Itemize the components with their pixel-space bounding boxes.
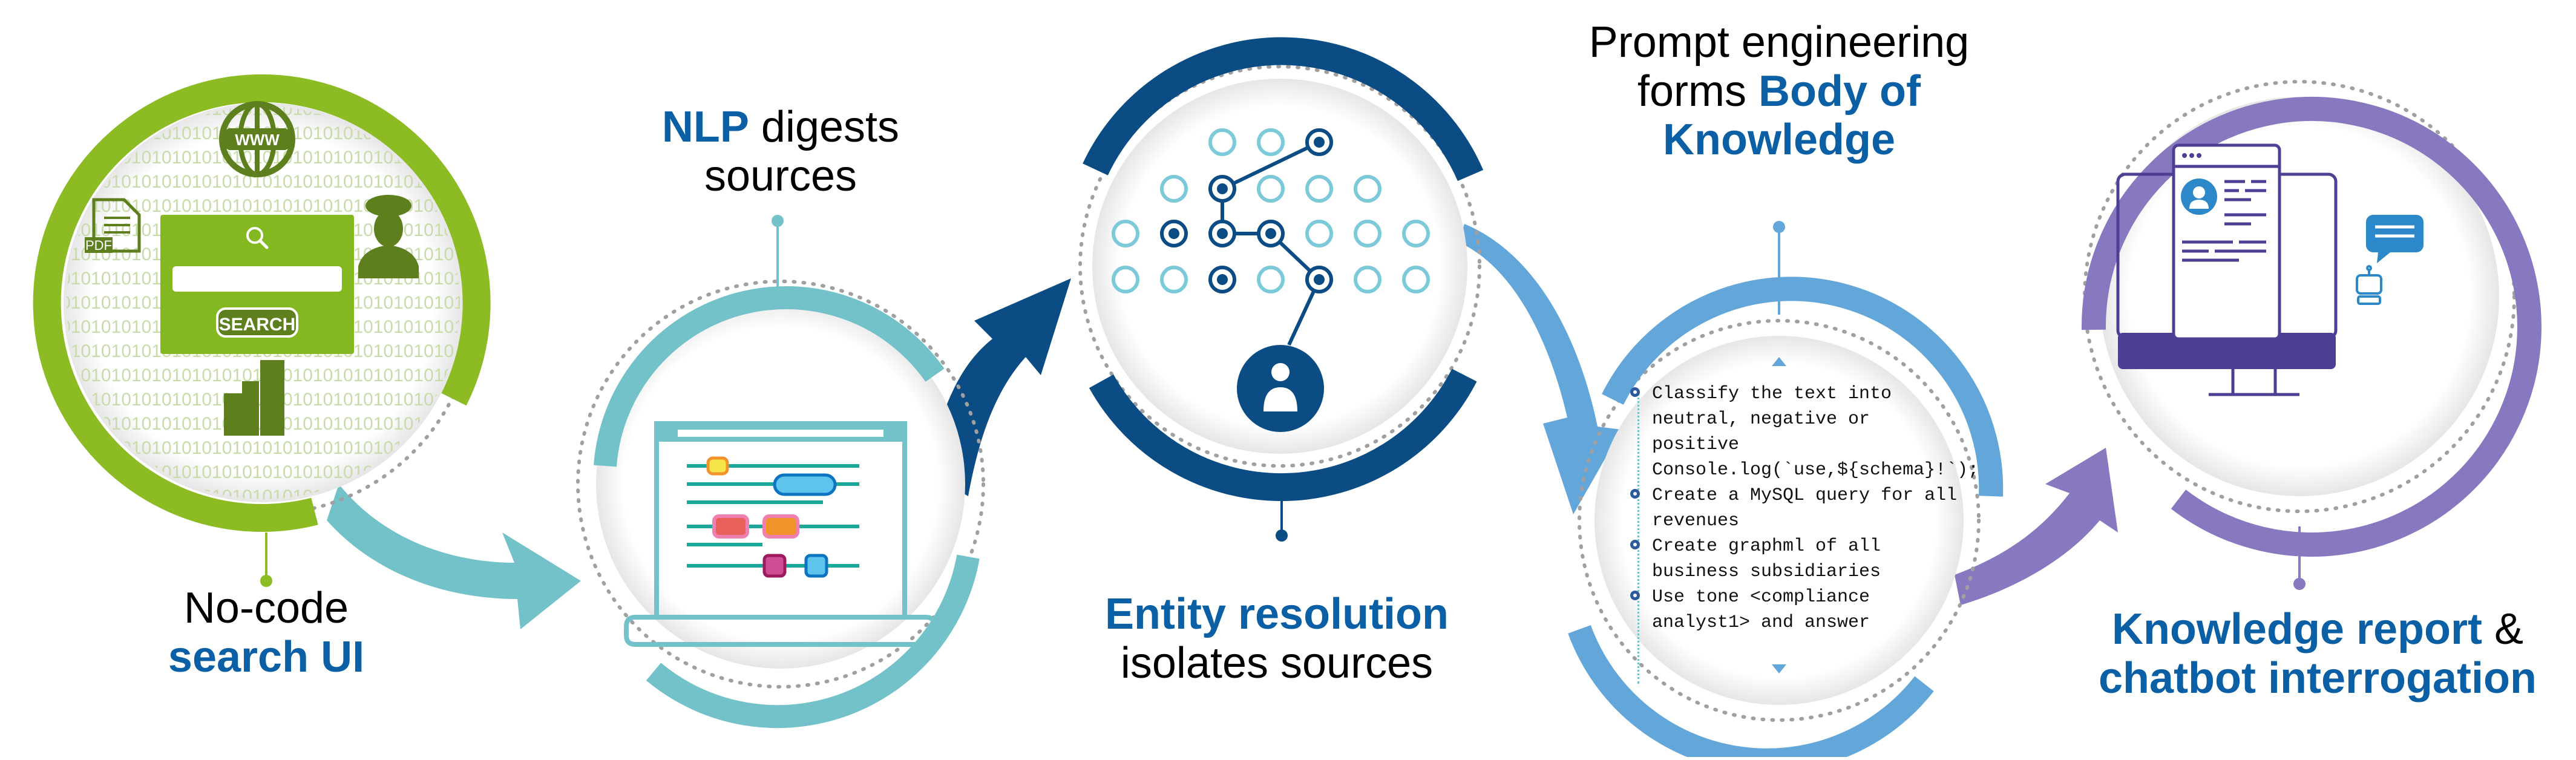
label-highlight: search UI [168, 632, 365, 681]
graph-node [1257, 175, 1285, 203]
label-highlight: Knowledge [1662, 116, 1895, 165]
label-highlight: Body of [1758, 67, 1921, 116]
graph-edge [1221, 140, 1320, 191]
step-prompt-circle [1568, 221, 2004, 760]
monitor-report-icon [2116, 143, 2338, 396]
prompt-timeline-line [1637, 393, 1639, 684]
graph-node-center [1217, 228, 1228, 239]
laptop-annotation-icon [624, 421, 937, 647]
prompt-item: Create graphml of all business subsidiari… [1630, 534, 1973, 585]
step-prompt-label: Prompt engineering forms Body of Knowled… [1549, 18, 2009, 165]
step-search-label: No-code search UI [145, 584, 387, 681]
prompt-line: analyst1> and answer [1652, 612, 1870, 633]
graph-node [1160, 266, 1188, 293]
label-plain: No-code [183, 584, 349, 632]
prompt-line: Create a MySQL query for all [1652, 485, 1958, 506]
prompt-line: Classify the text into [1652, 384, 1892, 404]
prompt-item: Create a MySQL query for all revenues [1630, 483, 1973, 534]
node-graph-icon [1112, 128, 1430, 346]
scroll-up-icon [1772, 357, 1786, 366]
graph-node [1402, 266, 1430, 293]
graph-node [1257, 128, 1285, 156]
graph-node [1305, 175, 1333, 203]
scroll-down-icon [1772, 664, 1786, 673]
label-highlight: chatbot interrogation [2099, 654, 2537, 703]
robot-icon [2356, 265, 2382, 305]
graph-node [1402, 220, 1430, 247]
prompt-line: Use tone <compliance [1652, 587, 1870, 608]
prompt-line: Console.log(`use,${schema}!`); [1652, 460, 1979, 480]
graph-node-center [1217, 183, 1228, 194]
prompt-bullet-icon [1630, 489, 1640, 499]
graph-node-center [1314, 137, 1325, 148]
label-plain: sources [704, 151, 857, 200]
prompt-list: Classify the text into neutral, negative … [1630, 381, 1979, 635]
prompt-line: revenues [1652, 511, 1740, 531]
prompt-item: Use tone <compliance analyst1> and answer [1630, 585, 1973, 635]
graph-node [1160, 175, 1188, 203]
graph-node-center [1314, 274, 1325, 285]
arrow-2-to-3 [926, 278, 1071, 496]
label-highlight: Knowledge report [2111, 605, 2482, 654]
svg-text:PDF: PDF [85, 238, 112, 253]
graph-node-center [1217, 274, 1228, 285]
graph-node [1354, 266, 1381, 293]
graph-node [1112, 266, 1139, 293]
step-report-label: Knowledge report & chatbot interrogation [2076, 605, 2560, 703]
graph-node [1305, 220, 1333, 247]
arrow-1-to-2 [327, 484, 581, 629]
search-icon [246, 227, 269, 249]
graph-node [1208, 128, 1236, 156]
step-entity-circle [1078, 37, 1484, 542]
label-highlight: NLP [661, 103, 749, 151]
prompt-bullet-icon [1630, 387, 1640, 397]
graph-node [1354, 220, 1381, 247]
label-highlight: Entity resolution [1104, 590, 1449, 638]
label-plain: Prompt engineering [1588, 18, 1970, 67]
prompt-line: business subsidiaries [1652, 562, 1881, 582]
label-plain: digests [749, 103, 900, 151]
pdf-document-icon: PDF [85, 198, 141, 253]
graph-node [1257, 266, 1285, 293]
graph-node [1354, 175, 1381, 203]
graph-node-center [1265, 228, 1276, 239]
label-plain: forms [1637, 67, 1759, 116]
prompt-line: Create graphml of all [1652, 536, 1881, 557]
www-globe-icon: WWW [219, 101, 295, 177]
step-entity-label: Entity resolution isolates sources [1083, 590, 1470, 687]
prompt-bullet-icon [1630, 540, 1640, 549]
prompt-bullet-icon [1630, 591, 1640, 600]
prompt-line: positive [1652, 434, 1740, 455]
graph-node [1112, 220, 1139, 247]
chat-bubble-icon [2366, 215, 2424, 263]
person-icon [1237, 345, 1324, 432]
label-plain: isolates sources [1120, 638, 1434, 687]
search-panel: SEARCH [160, 215, 354, 354]
svg-text:WWW: WWW [235, 131, 280, 149]
buildings-icon [224, 360, 284, 436]
arrow-4-to-5 [1955, 448, 2118, 605]
step-nlp-label: NLP digests sources [629, 103, 932, 200]
prompt-line: neutral, negative or [1652, 409, 1870, 430]
graph-node-center [1168, 228, 1179, 239]
arrow-3-to-4 [1458, 224, 1622, 514]
search-input[interactable] [172, 266, 342, 292]
police-officer-icon [358, 195, 419, 278]
prompt-item: Classify the text into neutral, negative … [1630, 381, 1979, 483]
search-button[interactable]: SEARCH [216, 307, 298, 338]
label-plain: & [2482, 605, 2524, 654]
